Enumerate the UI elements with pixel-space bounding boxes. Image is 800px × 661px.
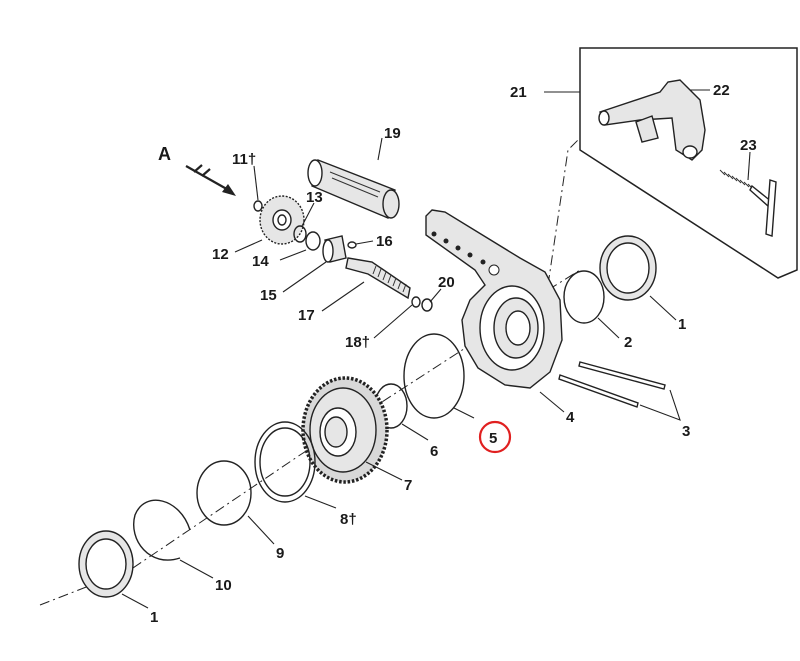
part-11-small-ring bbox=[253, 200, 263, 212]
label-14: 14 bbox=[252, 253, 269, 270]
part-23-spring-pin bbox=[719, 169, 777, 237]
label-6: 6 bbox=[430, 443, 438, 460]
part-3-rods bbox=[558, 361, 666, 408]
part-5-ring bbox=[403, 333, 465, 419]
label-4: 4 bbox=[566, 409, 575, 426]
label-12: 12 bbox=[212, 246, 229, 263]
leader-lines bbox=[121, 89, 751, 609]
label-21: 21 bbox=[510, 84, 527, 101]
part-4-housing bbox=[425, 209, 563, 389]
part-8-ring bbox=[254, 421, 316, 503]
part-22-lever bbox=[598, 79, 706, 161]
part-15-bushing bbox=[322, 235, 347, 263]
label-23: 23 bbox=[740, 137, 757, 154]
part-14-ring bbox=[305, 231, 321, 251]
part-20-ring bbox=[421, 298, 433, 312]
label-13: 13 bbox=[306, 189, 323, 206]
highlight-circle-5 bbox=[478, 420, 512, 454]
label-5: 5 bbox=[489, 430, 497, 447]
part-19-tube bbox=[307, 159, 400, 219]
label-2: 2 bbox=[624, 334, 632, 351]
label-7: 7 bbox=[404, 477, 412, 494]
label-16: 16 bbox=[376, 233, 393, 250]
label-3: 3 bbox=[682, 423, 690, 440]
label-19: 19 bbox=[384, 125, 401, 142]
label-1-lower: 1 bbox=[150, 609, 158, 626]
part-2-ring bbox=[563, 270, 605, 324]
inset-axis bbox=[547, 129, 589, 286]
label-1-upper: 1 bbox=[678, 316, 686, 333]
part-17-shaft bbox=[345, 257, 411, 300]
part-1-washer-upper bbox=[599, 235, 657, 301]
label-15: 15 bbox=[260, 287, 277, 304]
part-9-ring bbox=[196, 460, 252, 526]
label-11: 11† bbox=[232, 151, 256, 168]
view-a-label: A bbox=[158, 144, 171, 164]
label-17: 17 bbox=[298, 307, 315, 324]
label-22: 22 bbox=[713, 82, 730, 99]
label-10: 10 bbox=[215, 577, 232, 594]
part-16-pin bbox=[347, 241, 357, 249]
part-13-ring bbox=[293, 225, 307, 243]
label-9: 9 bbox=[276, 545, 284, 562]
view-a-arrow bbox=[185, 164, 236, 196]
part-12-small-gear bbox=[259, 195, 305, 245]
label-18: 18† bbox=[345, 334, 370, 351]
part-10-snap-ring bbox=[133, 499, 191, 561]
label-20: 20 bbox=[438, 274, 455, 291]
callout-labels: A 11† 19 13 12 16 14 15 20 17 18† 21 22 … bbox=[150, 82, 757, 626]
label-8: 8† bbox=[340, 511, 357, 528]
part-1-washer-lower bbox=[78, 530, 134, 598]
part-18-ring bbox=[411, 296, 421, 308]
